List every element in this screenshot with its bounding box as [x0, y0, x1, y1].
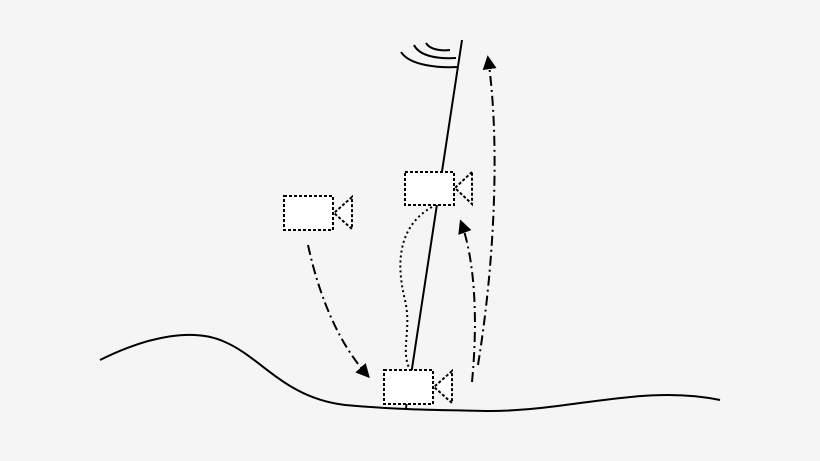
- antenna-pole: [405, 39, 463, 409]
- camera-icon-left: [283, 194, 353, 232]
- arrow-icon-ground-to-middle: [458, 219, 476, 383]
- camera-icon-middle: [404, 169, 473, 207]
- arrow-icon-left-to-ground: [307, 244, 370, 379]
- camera-icon-bottom: [383, 368, 453, 406]
- arrow-icon-ground-to-top: [477, 55, 497, 366]
- signal-waves-icon: [400, 42, 459, 69]
- ground-line: [99, 333, 721, 413]
